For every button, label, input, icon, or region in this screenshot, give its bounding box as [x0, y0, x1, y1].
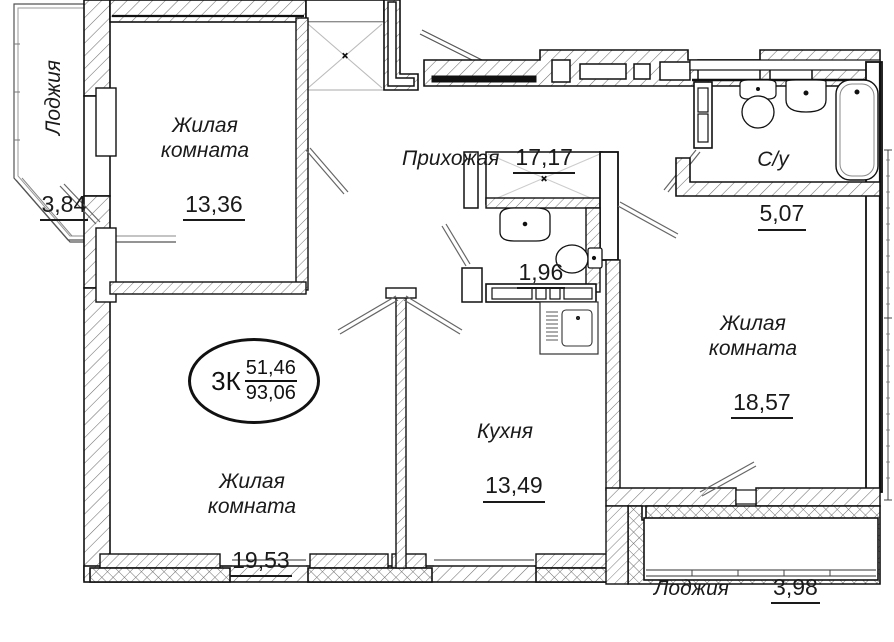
room-name-loggia-left: Лоджия	[42, 59, 65, 135]
badge-area-fraction: 51,46 93,06	[244, 358, 297, 404]
loggia-left-structure	[13, 3, 176, 243]
badge-total-area: 93,06	[245, 382, 296, 404]
floor-plan: ×	[13, 0, 892, 604]
svg-text:×: ×	[541, 174, 547, 185]
svg-text:×: ×	[342, 51, 348, 62]
room-label-loggia-left: Лоджия	[42, 60, 66, 135]
structural-walls: ×	[13, 0, 892, 585]
badge-apartment-kind: 3К	[211, 365, 241, 396]
apartment-type-badge: 3К 51,46 93,06	[188, 338, 320, 424]
badge-living-area: 51,46	[244, 358, 297, 382]
floor-plan-drawing: ×	[13, 0, 892, 585]
dimension-line	[884, 149, 892, 501]
